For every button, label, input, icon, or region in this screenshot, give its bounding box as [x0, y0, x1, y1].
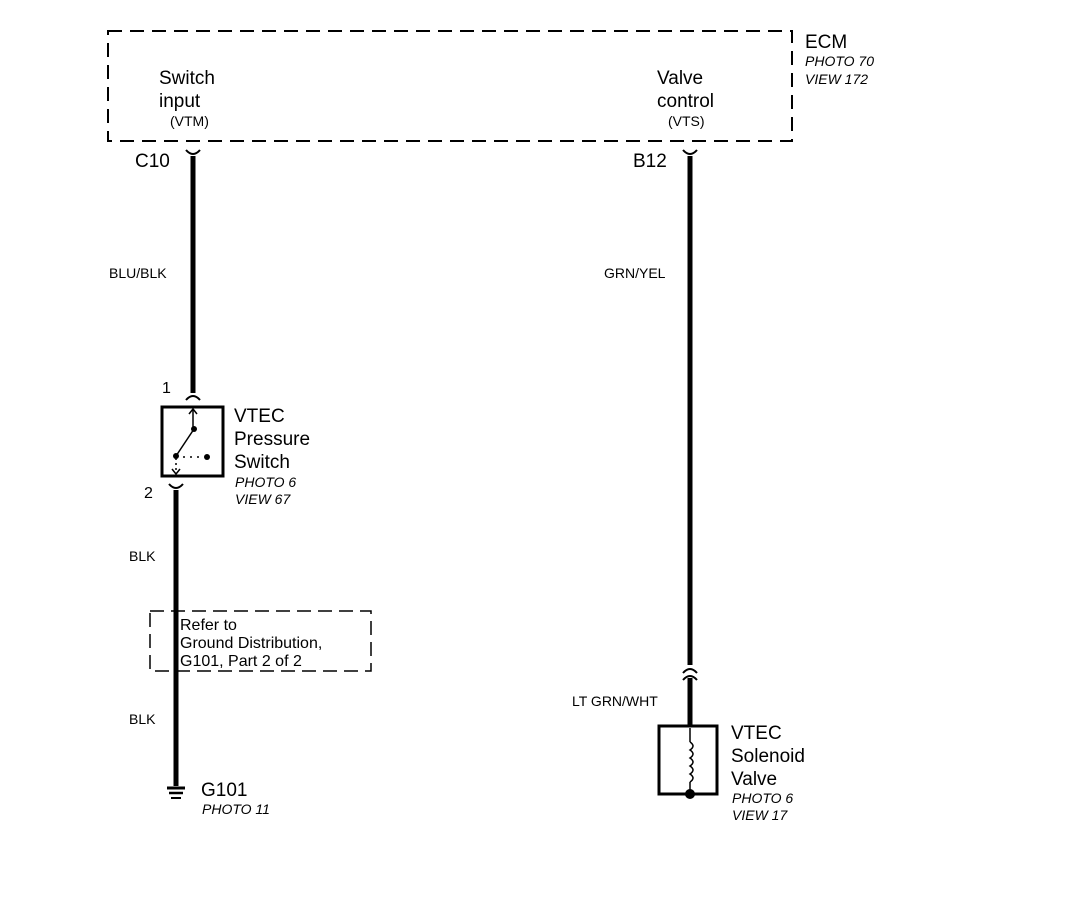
pin-c10-label: C10	[135, 151, 170, 172]
solenoid-line3: Valve	[731, 769, 777, 790]
switch-symbol	[171, 407, 210, 476]
pressure-switch-photo: PHOTO 6	[235, 474, 296, 490]
wire-grn-yel-label: GRN/YEL	[604, 265, 666, 281]
pin-b12-label: B12	[633, 151, 667, 172]
solenoid-box	[657, 724, 719, 796]
pressure-switch-line1: VTEC	[234, 406, 285, 427]
solenoid-view: VIEW 17	[732, 807, 788, 823]
ecm-label: ECM	[805, 32, 847, 53]
connector-pin2-symbol	[168, 483, 184, 489]
valve-control-code: (VTS)	[668, 113, 705, 129]
solenoid-photo: PHOTO 6	[732, 790, 793, 806]
connector-b12-symbol	[682, 149, 698, 155]
ground-g101-label: G101	[201, 780, 247, 801]
pressure-switch-line3: Switch	[234, 452, 290, 473]
solenoid-line2: Solenoid	[731, 746, 805, 767]
pressure-switch-box	[160, 405, 225, 478]
ground-ref-line1: Refer to	[180, 617, 237, 634]
ground-ref-line2: Ground Distribution,	[180, 635, 322, 652]
pressure-switch-line2: Pressure	[234, 429, 310, 450]
pin2-label: 2	[144, 485, 153, 502]
solenoid-line1: VTEC	[731, 723, 782, 744]
valve-control-line1: Valve	[657, 68, 703, 89]
ecm-box	[107, 30, 793, 142]
solenoid-coil-symbol	[685, 728, 695, 799]
switch-input-code: (VTM)	[170, 113, 209, 129]
pressure-switch-view: VIEW 67	[235, 491, 291, 507]
switch-input-line1: Switch	[159, 68, 215, 89]
pin1-label: 1	[162, 380, 171, 397]
ground-ref-line3: G101, Part 2 of 2	[180, 653, 302, 670]
ground-ref-box	[149, 610, 372, 672]
wire-blk-label-lower: BLK	[129, 711, 156, 727]
ecm-view: VIEW 172	[805, 71, 868, 87]
ground-symbol	[167, 786, 185, 799]
valve-control-line2: control	[657, 91, 714, 112]
ecm-photo: PHOTO 70	[805, 53, 874, 69]
connector-c10-symbol	[185, 149, 201, 155]
wire-blu-blk-label: BLU/BLK	[109, 265, 167, 281]
switch-input-line2: input	[159, 91, 201, 112]
ground-g101-photo: PHOTO 11	[202, 801, 270, 817]
wire-blk-label-upper: BLK	[129, 548, 156, 564]
connector-pin1-symbol	[185, 395, 201, 401]
inline-connector-symbol	[682, 668, 698, 681]
wire-lt-grn-wht-label: LT GRN/WHT	[572, 693, 658, 709]
